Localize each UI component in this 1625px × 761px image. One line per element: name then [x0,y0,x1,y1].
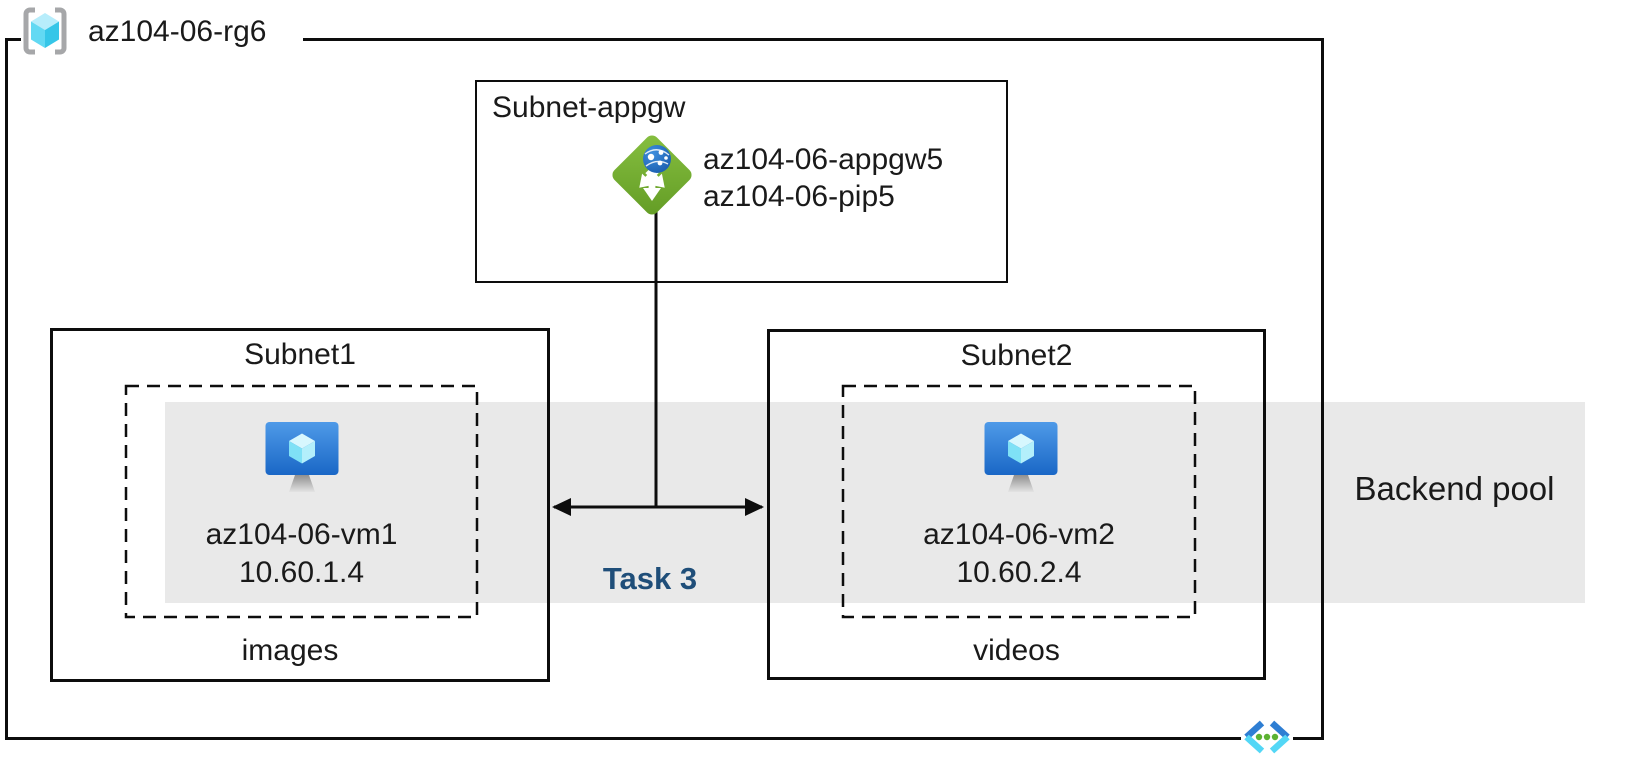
vm-cube-left [289,441,302,464]
bracket-right [55,7,67,55]
appgw-name-block: az104-06-appgw5 az104-06-pip5 [703,141,943,215]
subnet1-box [50,328,550,682]
vm1-ip-label: 10.60.1.4 [238,556,365,589]
appgw-subnet-label: Subnet-appgw [492,91,686,124]
vm-cube-left [1008,441,1021,464]
vnet-dots [1255,733,1279,741]
virtual-machine-icon [984,422,1058,492]
resource-group-box [5,38,1324,740]
globe-dots [647,150,668,166]
vm-cube-right [302,441,315,464]
subnet2-caption: videos [973,634,1060,667]
vm1-name-label: az104-06-vm1 [205,518,398,551]
vnet-chevron-left-top [1244,720,1265,740]
bracket-left [23,7,35,55]
cube-left-face [31,21,45,48]
virtual-machine-icon [265,422,339,492]
subnet2-label: Subnet2 [960,339,1073,372]
task-label: Task 3 [602,561,698,596]
subnet2-box [767,329,1266,680]
vnet-chevron-right-bottom [1269,734,1290,754]
subnet1-caption: images [241,634,339,667]
vm2-ip-label: 10.60.2.4 [956,556,1082,589]
vm-cube-right [1021,441,1034,464]
vnet-chevron-right-top [1269,720,1290,740]
vm1-text-block: az104-06-vm1 10.60.1.4 [126,516,477,592]
vm2-text-block: az104-06-vm2 10.60.2.4 [843,516,1195,592]
cube-right-face [45,21,59,48]
appgw-name-label: az104-06-appgw5 [703,143,944,176]
virtual-network-icon [1241,719,1293,755]
resource-group-border-gap [21,34,303,45]
pip-name-label: az104-06-pip5 [703,180,895,213]
resource-group-icon [23,7,67,55]
subnet1-label: Subnet1 [244,338,356,371]
appgw-subnet-box [475,80,1008,283]
vm-stand [1008,475,1034,492]
application-gateway-icon [612,135,692,215]
vm2-name-label: az104-06-vm2 [923,518,1115,551]
vm-stand [289,475,315,492]
backend-pool-label: Backend pool [1354,470,1555,507]
vnet-chevron-left-bottom [1244,734,1265,754]
resource-group-label: az104-06-rg6 [88,15,267,48]
globe-mesh [644,149,670,167]
